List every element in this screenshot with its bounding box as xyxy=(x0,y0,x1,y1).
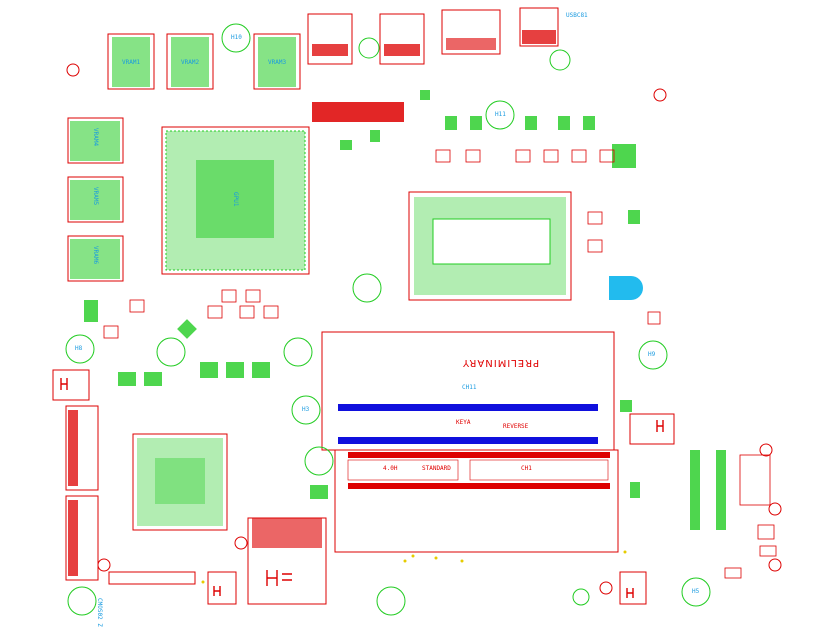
yellow-marks xyxy=(201,550,627,584)
vram-6-label: VRAM6 xyxy=(92,246,99,265)
h-text-marks xyxy=(60,378,664,598)
sodimm-slots xyxy=(321,331,619,553)
h8-label: H8 xyxy=(75,345,83,352)
h10-label: H10 xyxy=(231,34,242,41)
red-vias xyxy=(66,63,782,595)
vram-3-label: VRAM3 xyxy=(268,59,287,66)
gpu-label: GPU1 xyxy=(232,192,239,207)
h9-label: H9 xyxy=(648,351,656,358)
h11-label: H11 xyxy=(495,111,506,118)
vram-1-label: VRAM1 xyxy=(122,59,141,66)
vram-left-column xyxy=(67,117,124,282)
top-connectors xyxy=(307,7,559,122)
gpu-bga xyxy=(161,126,310,275)
vram-top-row xyxy=(107,33,301,90)
vram-2-label: VRAM2 xyxy=(181,59,200,66)
keya-label: KEYA xyxy=(456,419,471,426)
h3-label: H3 xyxy=(302,406,310,413)
left-edge-connectors xyxy=(52,369,675,605)
usb-label: USBC81 xyxy=(566,12,588,19)
standard-label: STANDARD xyxy=(422,465,451,472)
preliminary-marking: PRELIMINARY xyxy=(462,357,540,368)
h5-label: H5 xyxy=(692,588,700,595)
cpu-package xyxy=(408,191,572,301)
pch-bga xyxy=(132,433,228,531)
mounting-holes xyxy=(65,23,711,616)
vram-5-label: VRAM5 xyxy=(92,187,99,206)
ch11-label: CH11 xyxy=(462,384,477,391)
reverse-label: REVERSE xyxy=(503,423,529,430)
red-components xyxy=(103,149,777,579)
ch1-label: CH1 xyxy=(521,465,532,472)
small-components xyxy=(84,90,726,530)
height-label: 4.0H xyxy=(383,465,398,472)
vram-4-label: VRAM4 xyxy=(92,128,99,147)
cyan-part xyxy=(609,276,643,300)
cmos-label: CMOS02 Z xyxy=(96,598,103,627)
